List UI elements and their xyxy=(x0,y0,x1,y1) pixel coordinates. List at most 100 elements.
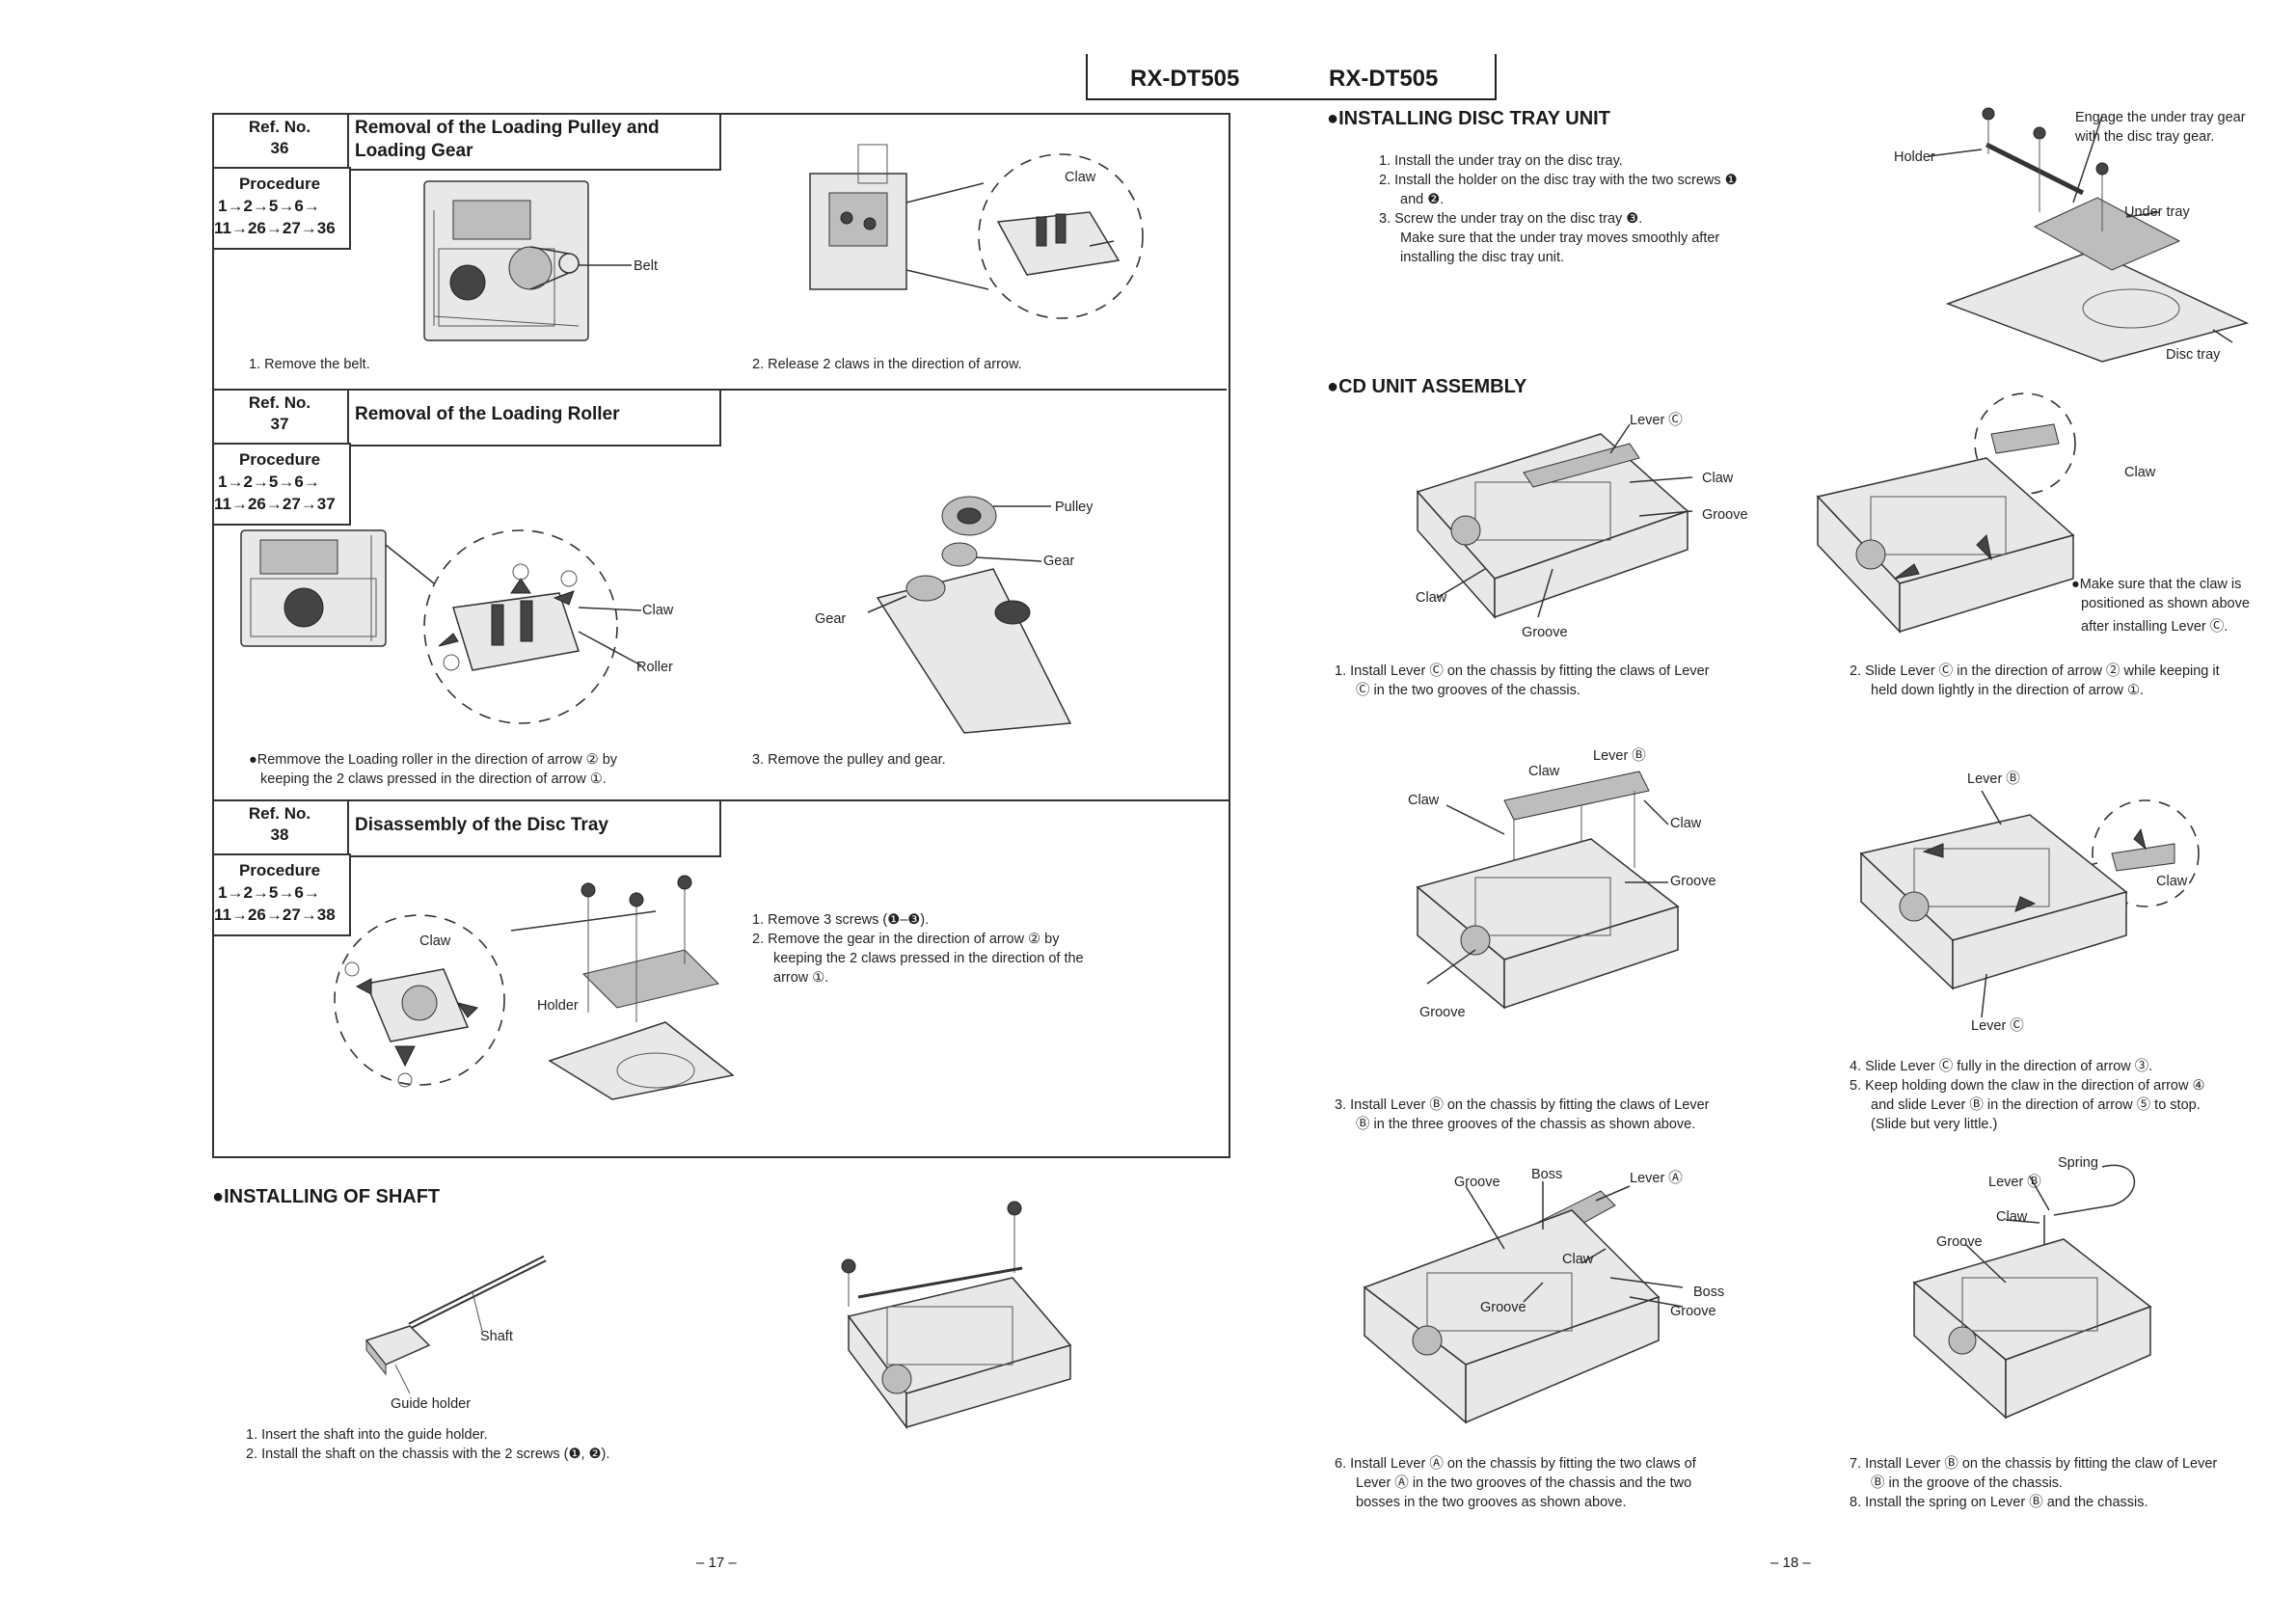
procedure-sequence: 11→26→27→36 xyxy=(214,219,336,237)
roller-unit-figure xyxy=(240,529,387,647)
label-groove: Groove xyxy=(1419,1005,1466,1020)
step-text: Make sure that the under tray moves smoo… xyxy=(1400,230,1720,246)
label-holder: Holder xyxy=(537,998,579,1014)
label-under-tray: Under tray xyxy=(2124,204,2190,220)
step-text: 6. Install Lever Ⓐ on the chassis by fit… xyxy=(1335,1456,1696,1472)
ref-title-box xyxy=(347,799,721,857)
procedure-sequence: 1→2→5→6→ xyxy=(218,473,320,491)
shaft-chassis-figure xyxy=(841,1201,1072,1430)
label-groove: Groove xyxy=(1480,1300,1526,1315)
label-boss: Boss xyxy=(1693,1285,1725,1300)
label-roller: Roller xyxy=(636,660,673,675)
ref-number: 36 xyxy=(270,139,289,157)
page-number: – 18 – xyxy=(1770,1555,1811,1571)
ref-label: Ref. No. xyxy=(248,118,311,136)
model-title-right: RX-DT505 xyxy=(1329,66,1439,92)
ref-number: 37 xyxy=(270,415,289,433)
label-groove: Groove xyxy=(1454,1175,1500,1190)
step-text: 2. Install the shaft on the chassis with… xyxy=(246,1447,610,1462)
label-lever-b: Lever Ⓑ xyxy=(1967,771,2020,787)
step-text: 3. Screw the under tray on the disc tray… xyxy=(1379,211,1643,227)
note-text: keeping the 2 claws pressed in the direc… xyxy=(260,771,607,787)
step-text: 4. Slide Lever Ⓒ fully in the direction … xyxy=(1850,1059,2153,1074)
procedure-box xyxy=(212,167,351,250)
label-lever-b: Lever Ⓑ xyxy=(1988,1175,2041,1190)
step-text: 1. Install Lever Ⓒ on the chassis by fit… xyxy=(1335,663,1710,679)
procedure-label: Procedure xyxy=(238,450,321,469)
step-text: 3. Remove the pulley and gear. xyxy=(752,752,946,768)
step-text: 8. Install the spring on Lever Ⓑ and the… xyxy=(1850,1495,2148,1510)
disc-tray-figure xyxy=(510,875,735,1100)
label-spring: Spring xyxy=(2058,1155,2098,1171)
label-groove: Groove xyxy=(1702,507,1748,523)
ref-title: Loading Gear xyxy=(355,141,473,161)
label-claw: Claw xyxy=(1528,764,1560,779)
procedure-box xyxy=(212,853,351,936)
step-text: 2. Remove the gear in the direction of a… xyxy=(752,932,1060,947)
label-claw: Claw xyxy=(1562,1252,1594,1267)
pulley-gear-figure xyxy=(867,496,1072,734)
label-claw: Claw xyxy=(1670,816,1702,831)
label-disc-tray: Disc tray xyxy=(2166,347,2221,363)
note-text: after installing Lever Ⓒ. xyxy=(2081,619,2228,635)
label-groove: Groove xyxy=(1670,1304,1716,1319)
step-text: 1. Insert the shaft into the guide holde… xyxy=(246,1427,488,1443)
label-groove: Groove xyxy=(1670,874,1716,889)
section-heading: ●INSTALLING OF SHAFT xyxy=(212,1186,441,1207)
procedure-box xyxy=(212,443,351,526)
label-belt: Belt xyxy=(634,258,658,274)
step-text: Ⓑ in the three grooves of the chassis as… xyxy=(1356,1117,1696,1132)
belt-leader xyxy=(579,264,632,266)
label-claw: Claw xyxy=(2124,465,2156,480)
disc-tray-gear-detail xyxy=(334,914,505,1088)
chassis-lever-b-figure xyxy=(1416,771,1680,1010)
ref-title: Disassembly of the Disc Tray xyxy=(355,815,608,835)
ref-title-box xyxy=(347,389,721,446)
ref-title: Removal of the Loading Roller xyxy=(355,404,620,424)
step-text: Ⓒ in the two grooves of the chassis. xyxy=(1356,683,1580,698)
label-gear: Gear xyxy=(1043,554,1075,569)
section-heading: ●CD UNIT ASSEMBLY xyxy=(1327,376,1527,397)
step-text: Lever Ⓐ in the two grooves of the chassi… xyxy=(1356,1475,1692,1491)
step-text: keeping the 2 claws pressed in the direc… xyxy=(773,951,1084,966)
procedure-sequence: 1→2→5→6→ xyxy=(218,197,320,215)
step-text: (Slide but very little.) xyxy=(1871,1117,1998,1132)
chassis-slide-lever-b-figure xyxy=(1859,790,2200,1018)
label-claw: Claw xyxy=(1702,471,1734,486)
ref-label: Ref. No. xyxy=(248,804,311,823)
ref-title: Removal of the Loading Pulley and xyxy=(355,118,660,138)
procedure-label: Procedure xyxy=(238,175,321,193)
label-claw: Claw xyxy=(1065,170,1096,185)
chassis-lever-a-figure xyxy=(1363,1181,1684,1424)
procedure-sequence: 1→2→5→6→ xyxy=(218,883,320,902)
disc-tray-unit-figure xyxy=(1928,107,2250,363)
section-divider xyxy=(717,389,1227,391)
label-pulley: Pulley xyxy=(1055,500,1094,515)
label-guide-holder: Guide holder xyxy=(391,1396,472,1412)
step-text: 1. Remove the belt. xyxy=(249,357,370,372)
page-number: – 17 – xyxy=(696,1555,737,1571)
ref-label: Ref. No. xyxy=(248,393,311,412)
label-lever-b: Lever Ⓑ xyxy=(1593,748,1646,764)
label-boss: Boss xyxy=(1531,1167,1563,1182)
step-text: and ❷. xyxy=(1400,192,1445,207)
shaft-figure xyxy=(365,1255,547,1394)
label-claw: Claw xyxy=(1996,1209,2028,1225)
procedure-sequence: 11→26→27→38 xyxy=(214,906,336,924)
label-lever-c: Lever Ⓒ xyxy=(1971,1018,2024,1034)
step-text: 5. Keep holding down the claw in the dir… xyxy=(1850,1078,2205,1094)
step-text: and slide Lever Ⓑ in the direction of ar… xyxy=(1871,1097,2201,1113)
label-claw: Claw xyxy=(1408,793,1440,808)
procedure-sequence: 11→26→27→37 xyxy=(214,495,336,513)
step-text: 2. Release 2 claws in the direction of a… xyxy=(752,357,1022,372)
procedure-frame xyxy=(212,113,1230,1158)
step-text: Ⓑ in the groove of the chassis. xyxy=(1871,1475,2064,1491)
label-groove: Groove xyxy=(1522,625,1568,640)
label-gear-left: Gear xyxy=(815,611,847,627)
procedure-label: Procedure xyxy=(238,861,321,879)
label-engage: with the disc tray gear. xyxy=(2075,129,2215,145)
label-claw: Claw xyxy=(642,603,674,618)
step-text: 2. Install the holder on the disc tray w… xyxy=(1379,173,1738,188)
header-frame xyxy=(1086,54,1497,100)
label-lever-c: Lever Ⓒ xyxy=(1630,413,1683,428)
